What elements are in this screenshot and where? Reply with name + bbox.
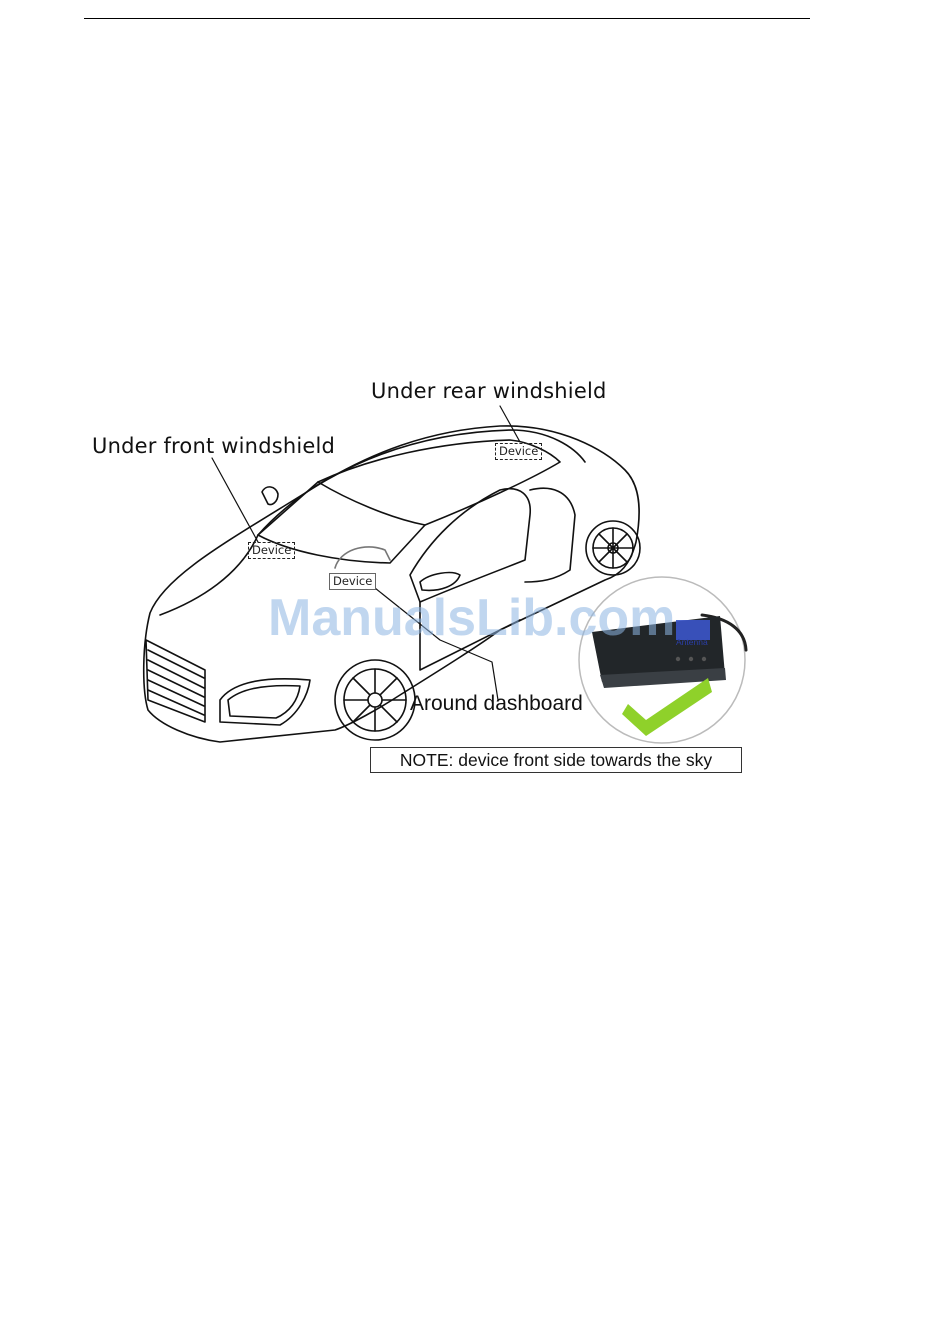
watermark: ManualsLib.com [268,592,675,644]
rear-wheel [586,521,640,575]
label-around-dashboard: Around dashboard [410,693,583,714]
rear-side-panel [525,488,575,582]
label-under-rear-windshield: Under rear windshield [371,381,607,402]
inside-mirror [262,487,278,505]
header-rule [84,18,810,19]
device-tag-front: Device [248,542,295,559]
label-under-front-windshield: Under front windshield [92,436,335,457]
installation-figure: Under rear windshield Under front windsh… [80,370,760,790]
leader-rear [500,406,520,442]
device-tag-rear: Device [495,443,542,460]
steering-wheel [335,547,390,568]
device-antenna-text: Antenna [676,637,708,647]
leader-front [212,458,258,542]
hood-line [160,535,258,615]
car-line-drawing [80,370,760,790]
device-tag-dashboard: Device [329,573,376,590]
front-wheel [335,660,415,740]
front-grille [146,640,205,722]
note-box: NOTE: device front side towards the sky [370,747,742,773]
